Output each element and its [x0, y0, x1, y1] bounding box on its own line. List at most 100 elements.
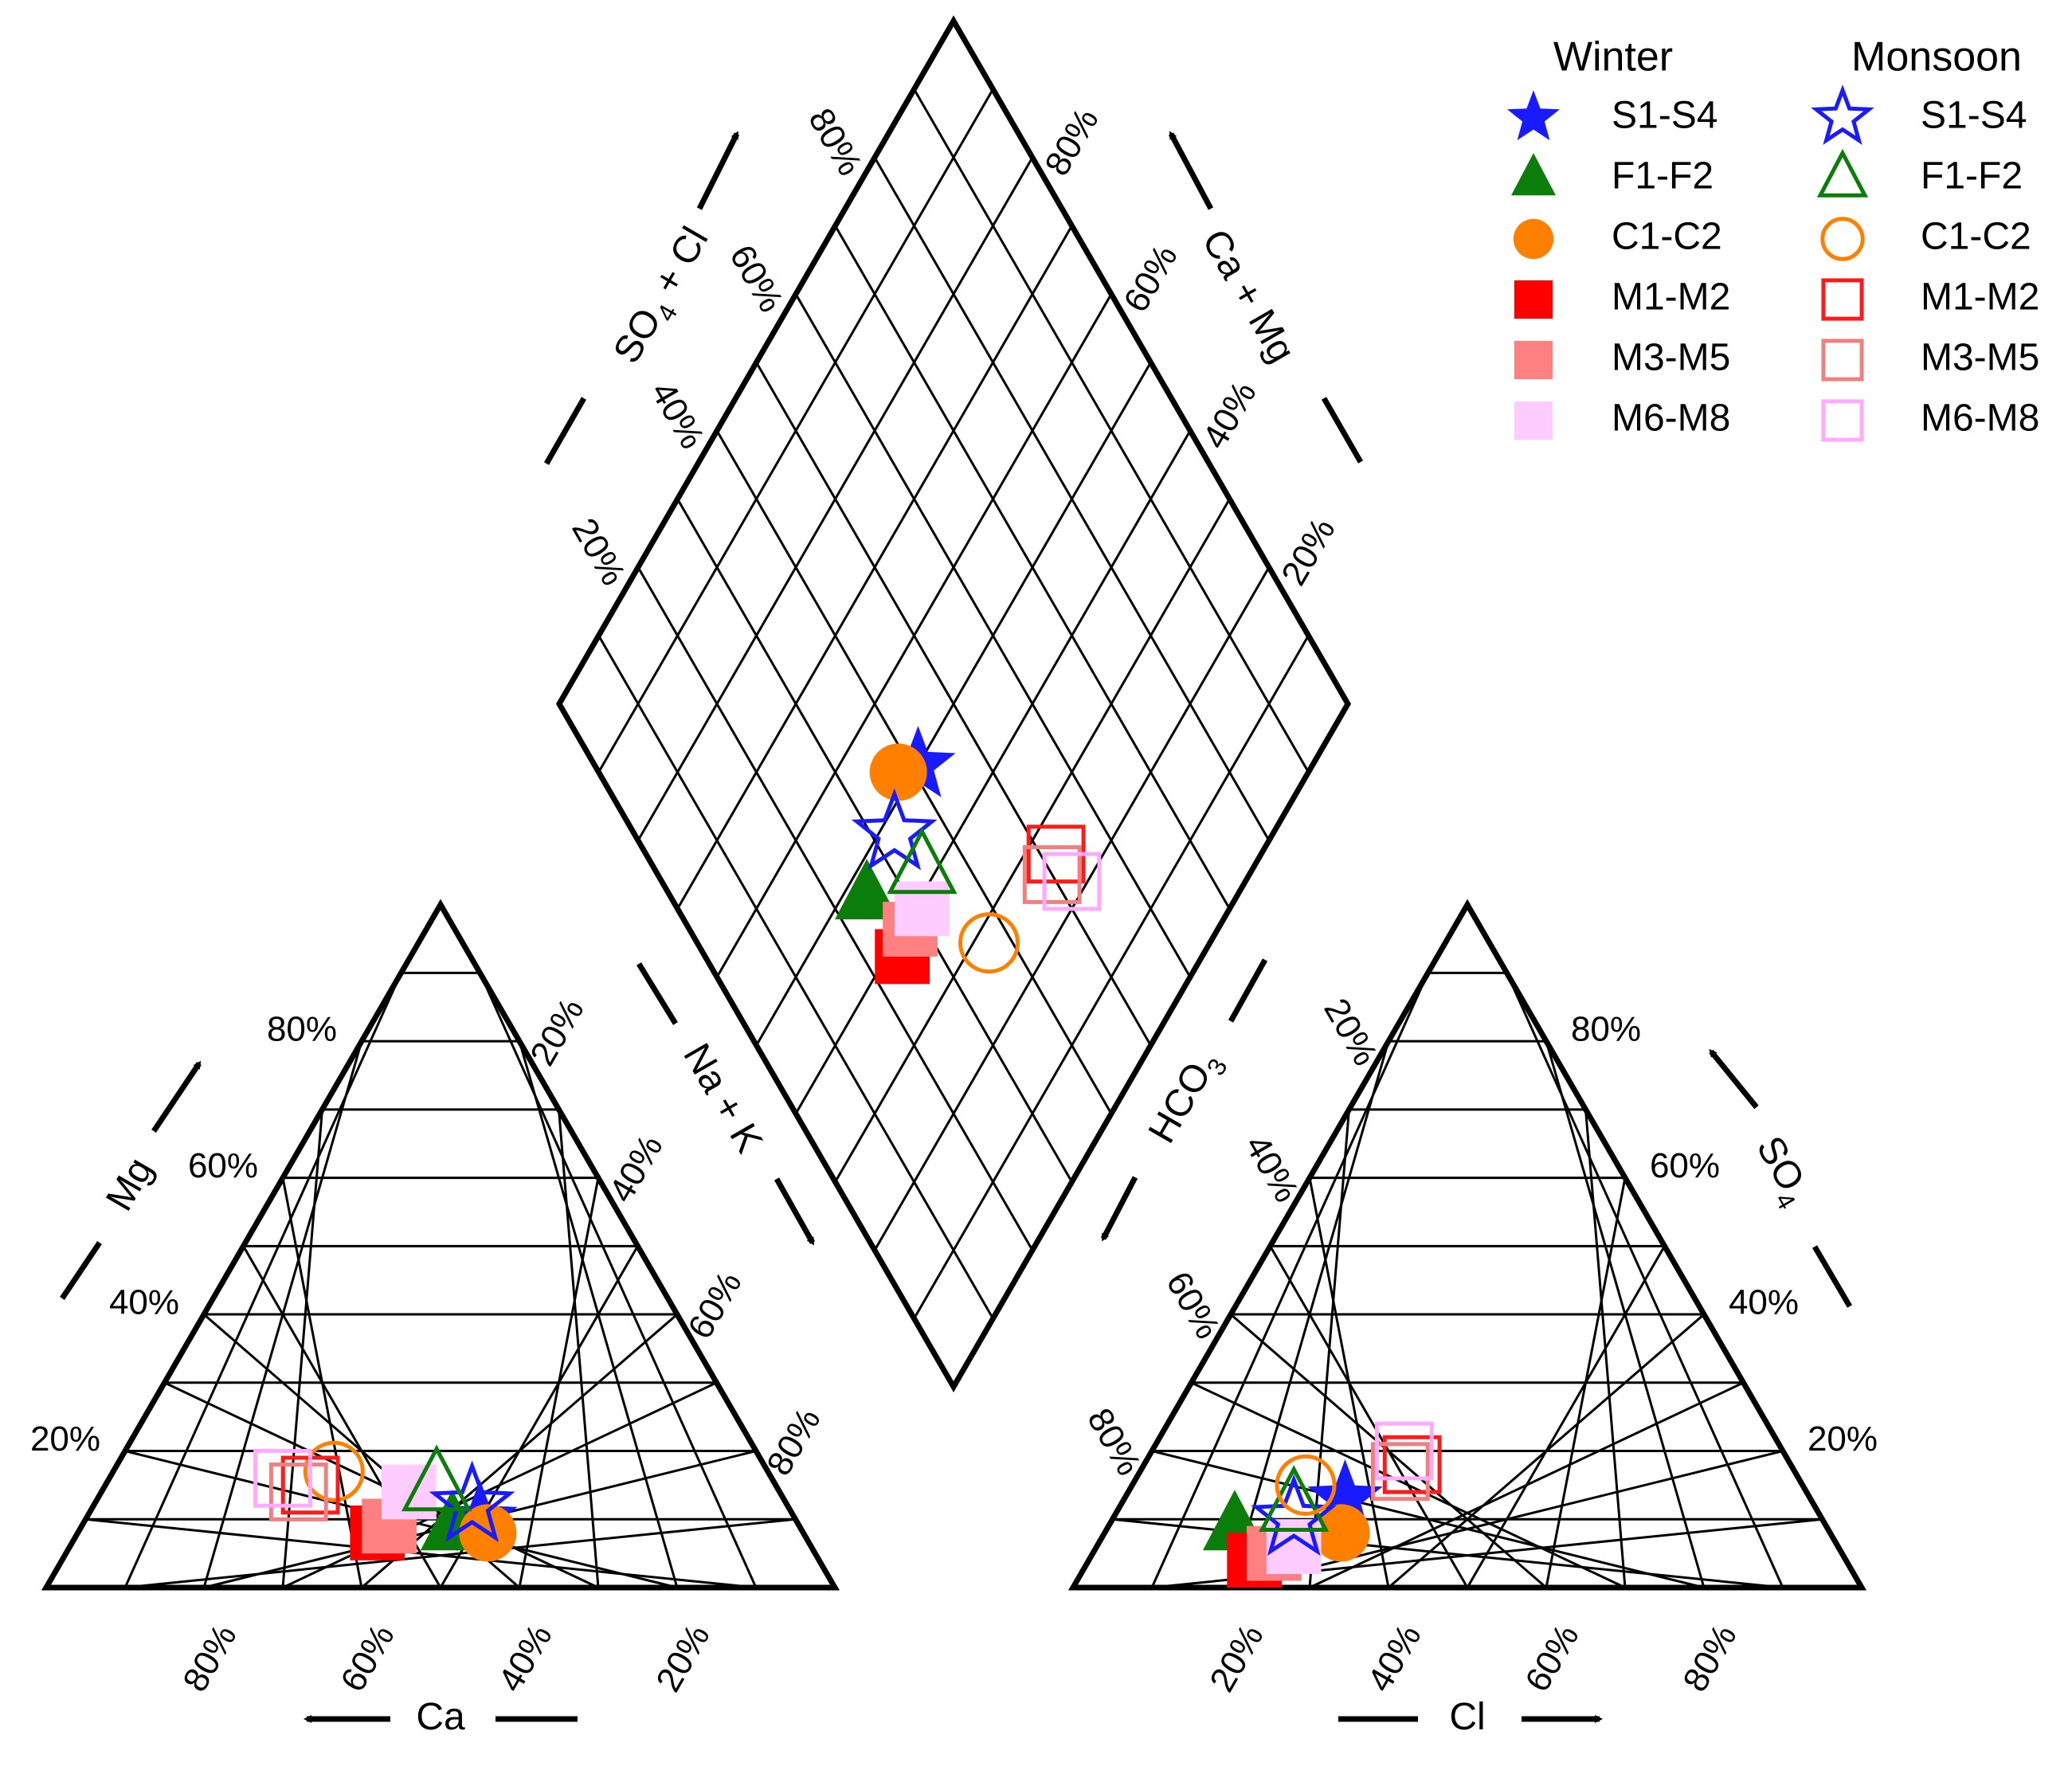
legend-label: M6-M8	[1921, 397, 2039, 440]
anion-right-tick: 80%	[1571, 1010, 1641, 1049]
mg-arrow	[151, 1060, 202, 1133]
anion-right-tick: 40%	[1729, 1283, 1799, 1322]
monsoon-c1-c2-anion-point	[1275, 1454, 1337, 1516]
cation-grid-b	[479, 972, 758, 1588]
legend-label: M1-M2	[1612, 276, 1730, 319]
legend-marker-monsoon-s1-s4	[1811, 84, 1874, 145]
monsoon-m3-m5-cation-point	[268, 1463, 328, 1521]
anion-grid-a	[1112, 1517, 1784, 1589]
anion-bottom-tick: 60%	[1518, 1618, 1586, 1698]
legend-title-monsoon: Monsoon	[1851, 34, 2022, 80]
cation-left-tick: 60%	[188, 1146, 258, 1185]
camg-dash	[1321, 397, 1364, 464]
diamond-grid-b	[676, 225, 1073, 910]
diamond-grid-a	[794, 293, 1192, 978]
hco3-arrow	[1100, 1176, 1138, 1242]
diamond-ur-tick: 80%	[1037, 102, 1106, 182]
cation-grid-b	[558, 1109, 600, 1588]
diamond-frame	[555, 15, 1352, 1393]
camg-arrow	[1168, 131, 1214, 210]
diamond-ur-tick: 40%	[1195, 375, 1263, 456]
legend-label: M6-M8	[1612, 397, 1730, 440]
diamond-ur-tick: 60%	[1116, 238, 1185, 319]
legend-label: F1-F2	[1612, 155, 1714, 198]
legend-label: C1-C2	[1612, 216, 1722, 258]
so4cl-dash	[543, 397, 587, 465]
mg-dash	[60, 1241, 102, 1300]
anion-grid-b	[1545, 1177, 1627, 1588]
monsoon-f1-f2-cation-point	[401, 1444, 472, 1512]
monsoon-m6-m8-cation-point	[253, 1448, 312, 1508]
winter-f1-f2-diamond-point	[835, 859, 899, 920]
winter-c1-c2-diamond-point	[869, 743, 927, 801]
anion-grid-a	[1230, 1313, 1547, 1589]
legend-label: S1-S4	[1921, 95, 2027, 137]
monsoon-c1-c2-cation-point	[303, 1440, 365, 1502]
hco3-dash	[1228, 958, 1268, 1023]
legend-label: M3-M5	[1612, 337, 1730, 379]
legend-title-winter: Winter	[1553, 34, 1673, 80]
anion-grid-b	[1466, 1245, 1666, 1588]
legend-marker-monsoon-f1-f2	[1816, 148, 1869, 198]
so4-arrow	[1709, 1048, 1759, 1110]
anion-bottom-tick: 40%	[1360, 1618, 1428, 1698]
diamond-ul-tick: 40%	[643, 375, 711, 456]
anion-grid-a	[1190, 1381, 1626, 1589]
anion-triangle-frame	[1067, 899, 1867, 1591]
cation-left-tick: 40%	[109, 1283, 179, 1322]
diamond-ul-tick: 80%	[801, 102, 869, 182]
monsoon-m3-m5-anion-point	[1370, 1442, 1430, 1502]
nak-axis-title: Na + K	[675, 1036, 770, 1160]
cl-axis-title: Cl	[1449, 1696, 1485, 1738]
monsoon-m1-m2-anion-point	[1382, 1435, 1442, 1494]
nak-arrow	[774, 1177, 816, 1246]
cation-grid-a	[163, 1381, 599, 1589]
anion-bottom-tick: 80%	[1675, 1618, 1744, 1698]
hco3-axis-title: HCO3	[1140, 1043, 1233, 1153]
legend-marker-monsoon-m3-m5	[1821, 339, 1864, 382]
monsoon-f1-f2-diamond-point	[887, 827, 958, 895]
anion-grid-b	[1584, 1109, 1627, 1588]
legend-marker-monsoon-c1-c2	[1820, 217, 1865, 261]
legend-marker-winter-m1-m2	[1514, 280, 1553, 319]
legend-label: M1-M2	[1921, 276, 2039, 319]
anion-grid-b	[1545, 1040, 1706, 1588]
cation-grid-a	[85, 1517, 757, 1589]
plot-frames	[41, 15, 1867, 1591]
monsoon-c1-c2-diamond-point	[958, 912, 1020, 974]
cation-bottom-tick: 60%	[333, 1618, 401, 1698]
monsoon-m6-m8-anion-point	[1374, 1421, 1434, 1481]
data-points	[253, 726, 1442, 1588]
ca-axis-title: Ca	[416, 1696, 465, 1738]
legend-marker-monsoon-m6-m8	[1821, 399, 1864, 442]
anion-right-tick: 60%	[1650, 1146, 1720, 1185]
legend: Winter MonsoonS1-S4F1-F2C1-C2M1-M2M3-M5M6…	[1507, 34, 2039, 442]
legend-label: C1-C2	[1921, 216, 2031, 258]
camg-axis-title: Ca + Mg	[1194, 222, 1303, 370]
legend-marker-monsoon-m1-m2	[1821, 278, 1864, 321]
legend-marker-winter-m3-m5	[1514, 340, 1553, 380]
diamond-grid-a	[913, 88, 1310, 773]
monsoon-m6-m8-diamond-point	[1042, 852, 1102, 911]
mg-axis-title: Mg	[98, 1150, 161, 1217]
legend-label: S1-S4	[1612, 95, 1718, 137]
cation-bottom-tick: 20%	[648, 1618, 717, 1698]
grid-lines	[85, 88, 1823, 1589]
cation-left-tick: 80%	[267, 1010, 337, 1049]
anion-grid-b	[1506, 972, 1784, 1588]
winter-m6-m8-diamond-point	[895, 881, 950, 937]
anion-bottom-tick: 20%	[1202, 1618, 1271, 1698]
monsoon-f1-f2-anion-point	[1259, 1465, 1330, 1533]
diamond-ul-tick: 60%	[722, 238, 790, 319]
cation-left-tick: 20%	[30, 1419, 100, 1459]
cation-triangle-frame	[41, 899, 840, 1591]
winter-c1-c2-anion-point	[1312, 1504, 1370, 1562]
anion-grid-a	[1151, 1450, 1705, 1589]
legend-marker-winter-m6-m8	[1514, 401, 1553, 441]
so4cl-arrow	[696, 131, 740, 210]
cation-grid-b	[518, 1177, 600, 1588]
winter-s1-s4-anion-point	[1307, 1459, 1383, 1531]
monsoon-m3-m5-diamond-point	[1022, 845, 1082, 904]
diamond-grid-a	[834, 225, 1231, 910]
